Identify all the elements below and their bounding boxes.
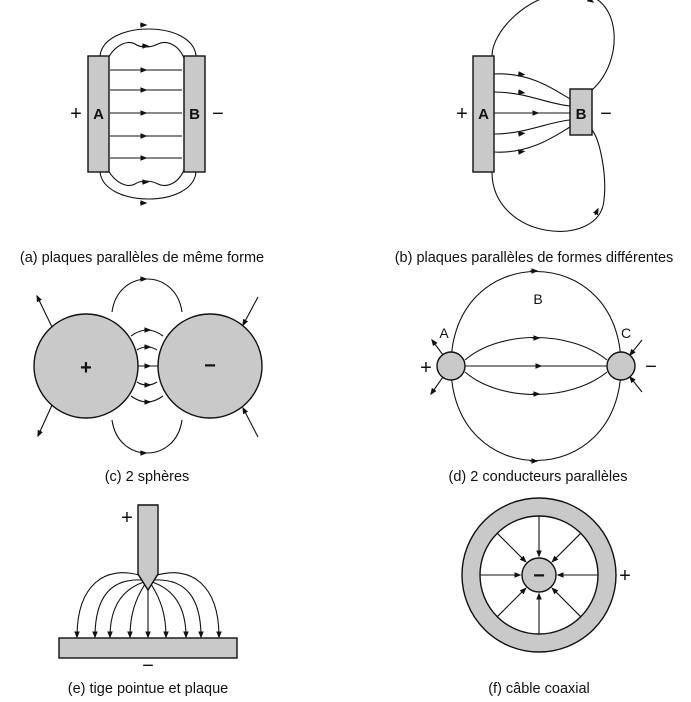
panel-e: + − (e) tige pointue et plaque [58, 504, 238, 697]
plate-b-label: B [189, 106, 200, 123]
minus-sign-e: − [142, 655, 154, 677]
field-lines-f [480, 516, 598, 634]
pointed-rod [137, 504, 159, 592]
minus-sign-a: − [212, 103, 224, 125]
panel-d: A B C + − (d) 2 conducteurs parallèles [420, 268, 657, 485]
plus-sign-f: + [619, 565, 631, 587]
plus-sign-a: + [70, 103, 82, 125]
point-b-label: B [533, 291, 542, 307]
plate-bottom [58, 637, 238, 659]
panel-a: A B + − (a) plaques parallèles de même f… [20, 22, 264, 266]
caption-f: (f) câble coaxial [488, 681, 590, 697]
plate-b-small [569, 88, 593, 136]
point-a-label: A [439, 325, 449, 341]
plus-sign-c: + [80, 357, 92, 379]
caption-a: (a) plaques parallèles de même forme [20, 250, 264, 266]
conductor-c [606, 351, 636, 381]
sphere-positive [33, 313, 139, 419]
plate-a-large [472, 55, 495, 173]
field-lines-b [491, 0, 615, 232]
caption-b: (b) plaques parallèles de formes différe… [395, 250, 674, 266]
plate-a-label: A [93, 106, 104, 123]
conductor-a [436, 351, 466, 381]
minus-sign-f: − [533, 565, 545, 587]
plate-a-left [87, 55, 110, 173]
sphere-negative [157, 313, 263, 419]
field-lines-c [36, 276, 259, 456]
field-lines-a [99, 22, 197, 206]
caption-e: (e) tige pointue et plaque [68, 681, 228, 697]
panel-f: − + (f) câble coaxial [461, 497, 631, 697]
plus-sign-e: + [121, 507, 133, 529]
field-lines-d [430, 268, 643, 464]
minus-sign-d: − [645, 356, 657, 378]
plate-a-label: A [478, 106, 489, 123]
minus-sign-c: − [204, 355, 216, 377]
point-c-label: C [621, 325, 631, 341]
plate-b-label: B [576, 106, 587, 123]
inner-conductor [521, 557, 557, 593]
caption-c: (c) 2 sphères [105, 469, 190, 485]
plus-sign-d: + [420, 357, 432, 379]
plus-sign-b: + [456, 103, 468, 125]
caption-d: (d) 2 conducteurs parallèles [449, 469, 628, 485]
minus-sign-b: − [600, 103, 612, 125]
panel-c: + − (c) 2 sphères [33, 276, 263, 485]
field-lines-e [74, 572, 222, 639]
panel-b: A B + − (b) plaques parallèles de formes… [395, 0, 674, 266]
plate-b-right [183, 55, 206, 173]
